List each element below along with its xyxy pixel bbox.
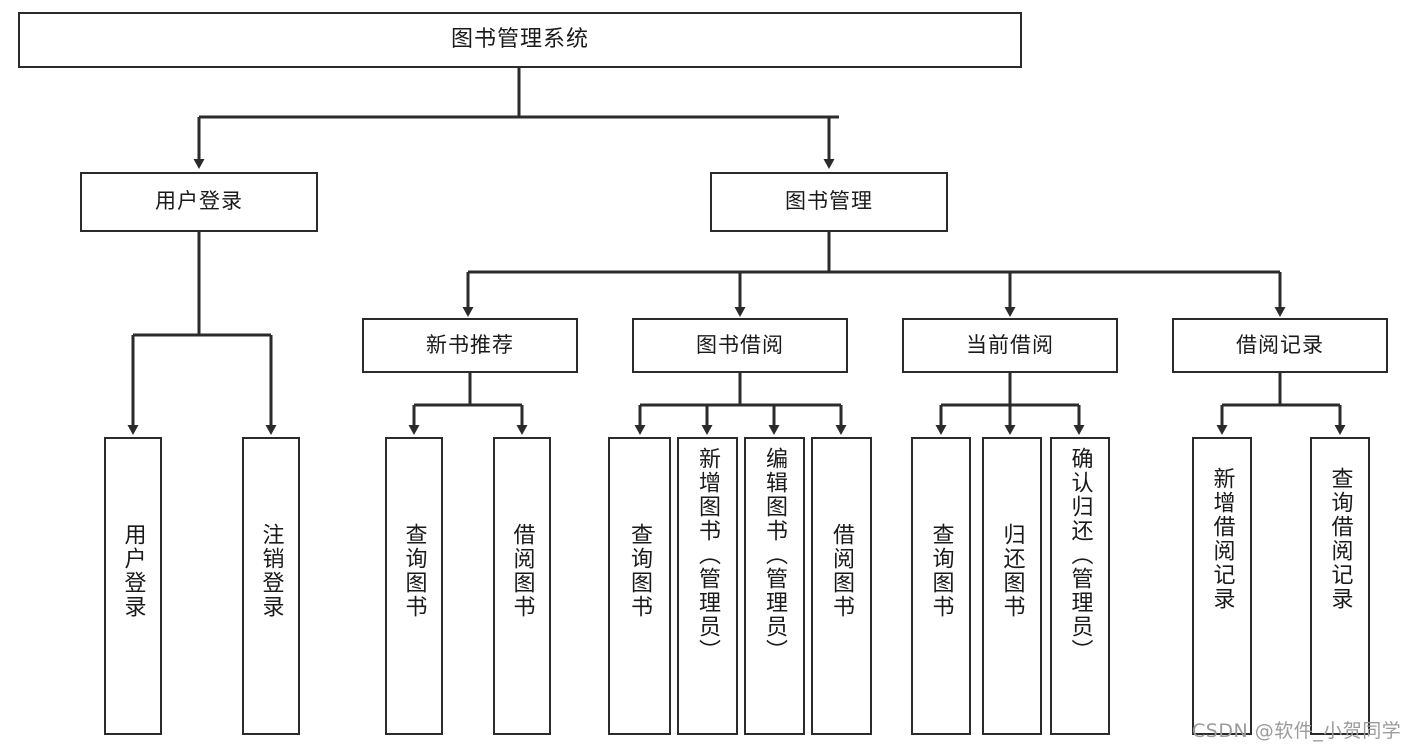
node-borrow-record-label: 借阅记录: [1236, 332, 1324, 357]
node-user-login-label: 用户登录: [155, 189, 243, 214]
node-new-book-recommend[interactable]: 新书推荐: [362, 318, 578, 373]
node-leaf-newbook-borrow[interactable]: 借阅图书: [493, 437, 551, 735]
node-book-borrow[interactable]: 图书借阅: [632, 318, 848, 373]
node-leaf-bookborrow-query[interactable]: 查询图书: [608, 437, 671, 735]
node-leaf-label: 新增借阅记录: [1209, 467, 1235, 611]
node-leaf-label: 查询图书: [627, 523, 653, 619]
node-borrow-record[interactable]: 借阅记录: [1172, 318, 1388, 373]
node-root-label: 图书管理系统: [450, 26, 589, 52]
node-leaf-label: 用户登录: [120, 523, 146, 619]
node-leaf-label: 新增图书（管理员）: [695, 447, 721, 663]
node-leaf-user-login-login[interactable]: 用户登录: [104, 437, 162, 735]
node-leaf-label: 注销登录: [258, 523, 284, 619]
node-book-borrow-label: 图书借阅: [696, 332, 784, 357]
watermark-text: CSDN @软件_小贺同学: [1192, 720, 1402, 742]
node-leaf-label: 归还图书: [999, 523, 1025, 619]
node-user-login[interactable]: 用户登录: [80, 172, 318, 232]
node-leaf-label: 借阅图书: [829, 523, 855, 619]
node-book-manage[interactable]: 图书管理: [710, 172, 948, 232]
node-leaf-currentborrow-query[interactable]: 查询图书: [911, 437, 971, 735]
node-leaf-currentborrow-confirm[interactable]: 确认归还（管理员）: [1050, 437, 1110, 735]
node-current-borrow[interactable]: 当前借阅: [902, 318, 1118, 373]
node-leaf-currentborrow-return[interactable]: 归还图书: [982, 437, 1042, 735]
node-leaf-borrowrecord-add[interactable]: 新增借阅记录: [1192, 437, 1252, 735]
node-new-book-recommend-label: 新书推荐: [426, 332, 514, 357]
node-leaf-bookborrow-edit[interactable]: 编辑图书（管理员）: [744, 437, 805, 735]
node-leaf-user-login-logout[interactable]: 注销登录: [242, 437, 300, 735]
node-current-borrow-label: 当前借阅: [966, 332, 1054, 357]
node-leaf-label: 确认归还（管理员）: [1067, 447, 1093, 663]
node-leaf-label: 查询借阅记录: [1327, 467, 1353, 611]
node-leaf-label: 查询图书: [401, 523, 427, 619]
node-leaf-bookborrow-add[interactable]: 新增图书（管理员）: [677, 437, 738, 735]
node-leaf-bookborrow-borrow[interactable]: 借阅图书: [811, 437, 872, 735]
node-book-manage-label: 图书管理: [785, 189, 873, 214]
node-leaf-label: 借阅图书: [509, 523, 535, 619]
node-leaf-label: 查询图书: [928, 523, 954, 619]
node-leaf-borrowrecord-query[interactable]: 查询借阅记录: [1310, 437, 1370, 735]
node-root-system[interactable]: 图书管理系统: [18, 12, 1022, 68]
node-leaf-label: 编辑图书（管理员）: [762, 447, 788, 663]
node-leaf-newbook-query[interactable]: 查询图书: [385, 437, 443, 735]
